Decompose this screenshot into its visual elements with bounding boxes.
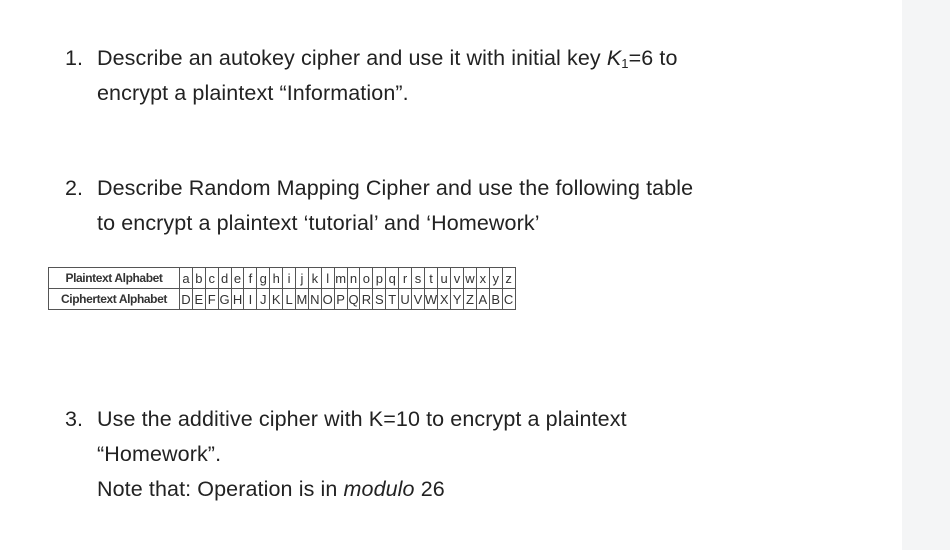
question-3-number: 3.: [65, 407, 84, 431]
ciphertext-letter-cell: M: [295, 288, 309, 310]
ciphertext-letter-cell: B: [488, 288, 503, 310]
ciphertext-letter-cell: F: [204, 288, 219, 310]
question-3-text: Use the additive cipher with K=10 to enc…: [97, 407, 627, 431]
question-2-number: 2.: [65, 176, 84, 200]
question-1-line-2: encrypt a plaintext “Information”.: [97, 81, 409, 105]
plaintext-letter-cell: a: [179, 267, 193, 289]
ciphertext-letter-cell: J: [256, 288, 271, 310]
key-subscript: 1: [621, 56, 629, 71]
plaintext-letter-cell: n: [346, 267, 361, 289]
ciphertext-letter-cell: C: [501, 288, 516, 310]
ciphertext-letter-cell: P: [333, 288, 348, 310]
ciphertext-letter-cell: K: [269, 288, 284, 310]
plaintext-letter-cell: d: [217, 267, 232, 289]
question-1-number: 1.: [65, 46, 84, 70]
ciphertext-letter-cell: S: [372, 288, 387, 310]
question-2-text: Describe Random Mapping Cipher and use t…: [97, 176, 694, 200]
plaintext-letter-cell: g: [256, 267, 271, 289]
note-text-a: Note that: Operation is in: [97, 477, 344, 501]
ciphertext-letter-cell: I: [243, 288, 258, 310]
question-1-line-1: 1. Describe an autokey cipher and use it …: [65, 41, 678, 76]
plaintext-letter-cell: h: [269, 267, 284, 289]
plaintext-letter-cell: f: [243, 267, 258, 289]
plaintext-letter-cell: z: [501, 267, 516, 289]
plaintext-letter-cell: i: [282, 267, 297, 289]
plaintext-letter-cell: o: [359, 267, 374, 289]
plaintext-letter-cell: j: [295, 267, 309, 289]
ciphertext-letter-cell: U: [398, 288, 413, 310]
question-3-line-2: “Homework”.: [97, 442, 222, 466]
question-3-line-1: 3. Use the additive cipher with K=10 to e…: [65, 402, 627, 437]
question-3: 3. Use the additive cipher with K=10 to e…: [65, 402, 627, 507]
ciphertext-header: Ciphertext Alphabet: [48, 288, 180, 310]
question-1-text-b: =6 to: [628, 46, 678, 70]
ciphertext-letter-cell: T: [385, 288, 400, 310]
question-2: 2. Describe Random Mapping Cipher and use…: [65, 171, 693, 241]
plaintext-letter-cell: w: [462, 267, 477, 289]
ciphertext-letter-cell: L: [282, 288, 297, 310]
note-modulo: modulo: [343, 477, 415, 501]
plaintext-letter-cell: c: [204, 267, 219, 289]
ciphertext-letter-cell: E: [191, 288, 206, 310]
plaintext-letter-cell: t: [423, 267, 439, 289]
plaintext-letter-cell: l: [320, 267, 335, 289]
plaintext-letter-cell: p: [372, 267, 387, 289]
question-1-text-a: Describe an autokey cipher and use it wi…: [97, 46, 607, 70]
right-sidebar-panel: [902, 0, 950, 550]
plaintext-letter-cell: v: [450, 267, 464, 289]
plaintext-letter-cell: u: [437, 267, 452, 289]
ciphertext-letter-cell: Q: [346, 288, 361, 310]
ciphertext-letter-cell: X: [437, 288, 452, 310]
plaintext-letter-cell: m: [333, 267, 348, 289]
plaintext-letter-cell: k: [307, 267, 322, 289]
plaintext-header: Plaintext Alphabet: [48, 267, 180, 289]
ciphertext-letter-cell: D: [179, 288, 193, 310]
question-1: 1. Describe an autokey cipher and use it …: [65, 41, 678, 111]
ciphertext-letter-cell: W: [423, 288, 439, 310]
ciphertext-letter-cell: H: [230, 288, 245, 310]
ciphertext-letter-cell: V: [411, 288, 425, 310]
ciphertext-letter-cell: Z: [462, 288, 477, 310]
key-symbol: K: [606, 46, 622, 70]
plaintext-letter-cell: y: [488, 267, 503, 289]
plaintext-letter-cell: b: [191, 267, 206, 289]
plaintext-letter-cell: s: [411, 267, 425, 289]
ciphertext-letter-cell: R: [359, 288, 374, 310]
ciphertext-letter-cell: O: [320, 288, 335, 310]
ciphertext-letter-cell: N: [307, 288, 322, 310]
ciphertext-letter-cell: G: [217, 288, 232, 310]
plaintext-letter-cell: x: [475, 267, 490, 289]
question-3-note: Note that: Operation is in modulo 26: [65, 472, 627, 507]
question-2-line-2: to encrypt a plaintext ‘tutorial’ and ‘H…: [97, 211, 540, 235]
question-2-line-1: 2. Describe Random Mapping Cipher and use…: [65, 171, 693, 206]
plaintext-letter-cell: r: [398, 267, 413, 289]
ciphertext-letter-cell: A: [475, 288, 490, 310]
note-text-b: 26: [414, 477, 445, 501]
plaintext-letter-cell: e: [230, 267, 245, 289]
ciphertext-letter-cell: Y: [450, 288, 464, 310]
plaintext-letter-cell: q: [385, 267, 400, 289]
